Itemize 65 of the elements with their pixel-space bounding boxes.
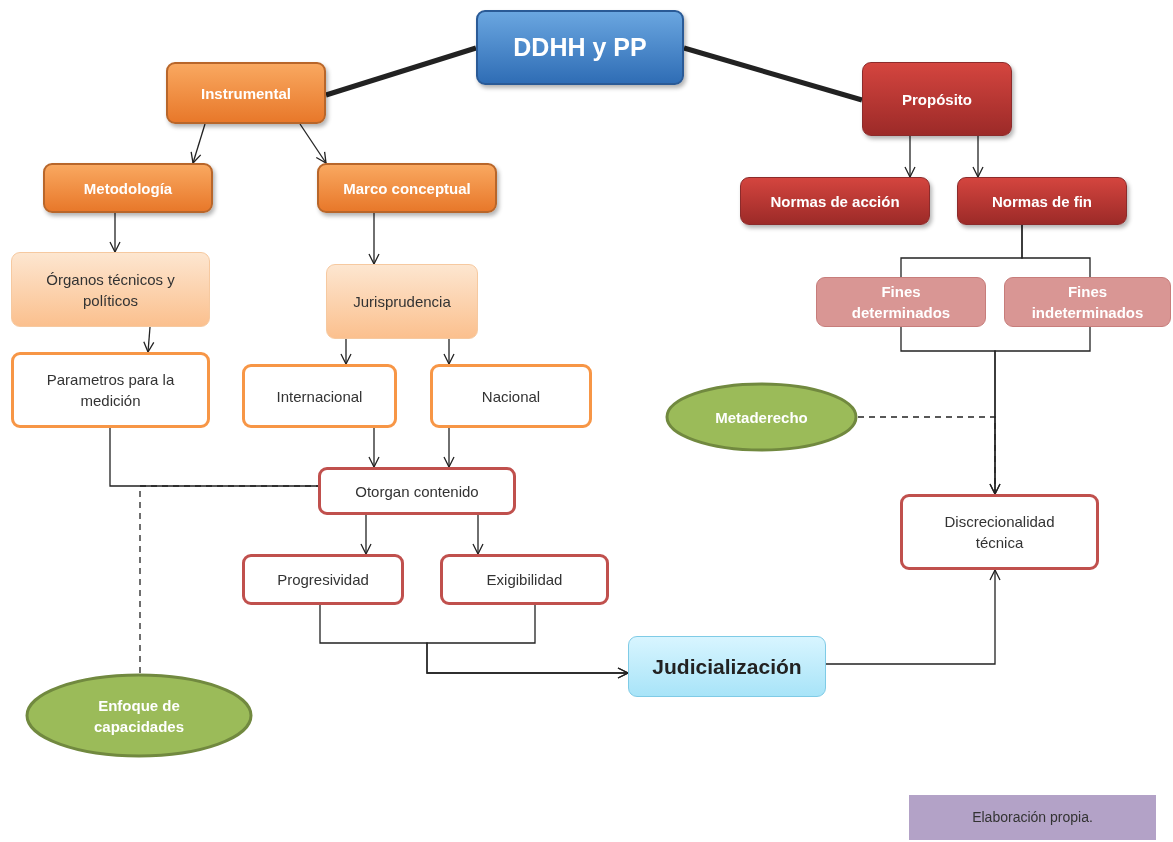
category-box [957, 177, 1127, 225]
node-label: Internacional [276, 386, 363, 407]
concept-box [1004, 277, 1171, 327]
node-label: Otorgan contenido [355, 481, 479, 502]
concept-box [11, 252, 210, 327]
node-label: Judicialización [652, 653, 802, 680]
category-box [862, 62, 1012, 136]
connector [143, 326, 155, 353]
outcome-box [628, 636, 826, 697]
node-label: Fines indeterminados [1030, 282, 1145, 323]
concept-ellipse [665, 382, 858, 452]
category-box [43, 163, 213, 213]
concept-box [326, 264, 478, 339]
dashed-connector [139, 485, 319, 674]
connector [972, 135, 984, 178]
connector [360, 514, 372, 555]
connector [340, 338, 352, 365]
connector [368, 427, 380, 468]
connector [1021, 224, 1091, 278]
node-label: Jurisprudencia [353, 292, 451, 312]
connector [443, 338, 455, 365]
connector [426, 604, 629, 679]
node-label: Propósito [902, 89, 972, 110]
concept-box [430, 364, 592, 428]
node-label: Normas de acción [770, 191, 900, 212]
connector [904, 135, 916, 178]
node-label: Fines determinados [850, 282, 952, 323]
category-box [317, 163, 497, 213]
connector [683, 45, 863, 103]
connector [109, 212, 121, 253]
concept-box [318, 467, 516, 515]
concept-ellipse [25, 673, 253, 758]
connector [299, 123, 327, 164]
node-label: Instrumental [201, 83, 291, 104]
category-box [740, 177, 930, 225]
concept-box [242, 364, 397, 428]
concept-box [900, 494, 1099, 570]
concept-box [242, 554, 404, 605]
note-box [909, 795, 1156, 840]
node-label: Discrecionalidad técnica [943, 512, 1056, 553]
concept-box [11, 352, 210, 428]
note-text: Elaboración propia. [972, 807, 1093, 827]
node-label: Metodología [83, 178, 173, 199]
node-label: Exigibilidad [486, 570, 563, 590]
node-label: Parametros para la medición [45, 370, 176, 411]
node-label: Marco conceptual [343, 178, 471, 199]
concept-box [440, 554, 609, 605]
node-label: Órganos técnicos y políticos [45, 269, 176, 311]
connector [825, 569, 1001, 665]
connector [443, 427, 455, 468]
node-label: Normas de fin [992, 191, 1092, 212]
category-box [166, 62, 326, 124]
node-label: Metaderecho [715, 407, 808, 428]
connector [190, 123, 206, 164]
connector [109, 427, 319, 487]
topic-box [476, 10, 684, 85]
concept-box [816, 277, 986, 327]
node-label: Progresividad [277, 570, 369, 590]
connector [472, 514, 484, 555]
connector [989, 326, 1091, 495]
connector [368, 212, 380, 265]
node-label: Nacional [481, 386, 541, 407]
node-label: Enfoque de capacidades [92, 695, 186, 737]
connector [325, 45, 477, 98]
node-label: DDHH y PP [513, 32, 647, 63]
